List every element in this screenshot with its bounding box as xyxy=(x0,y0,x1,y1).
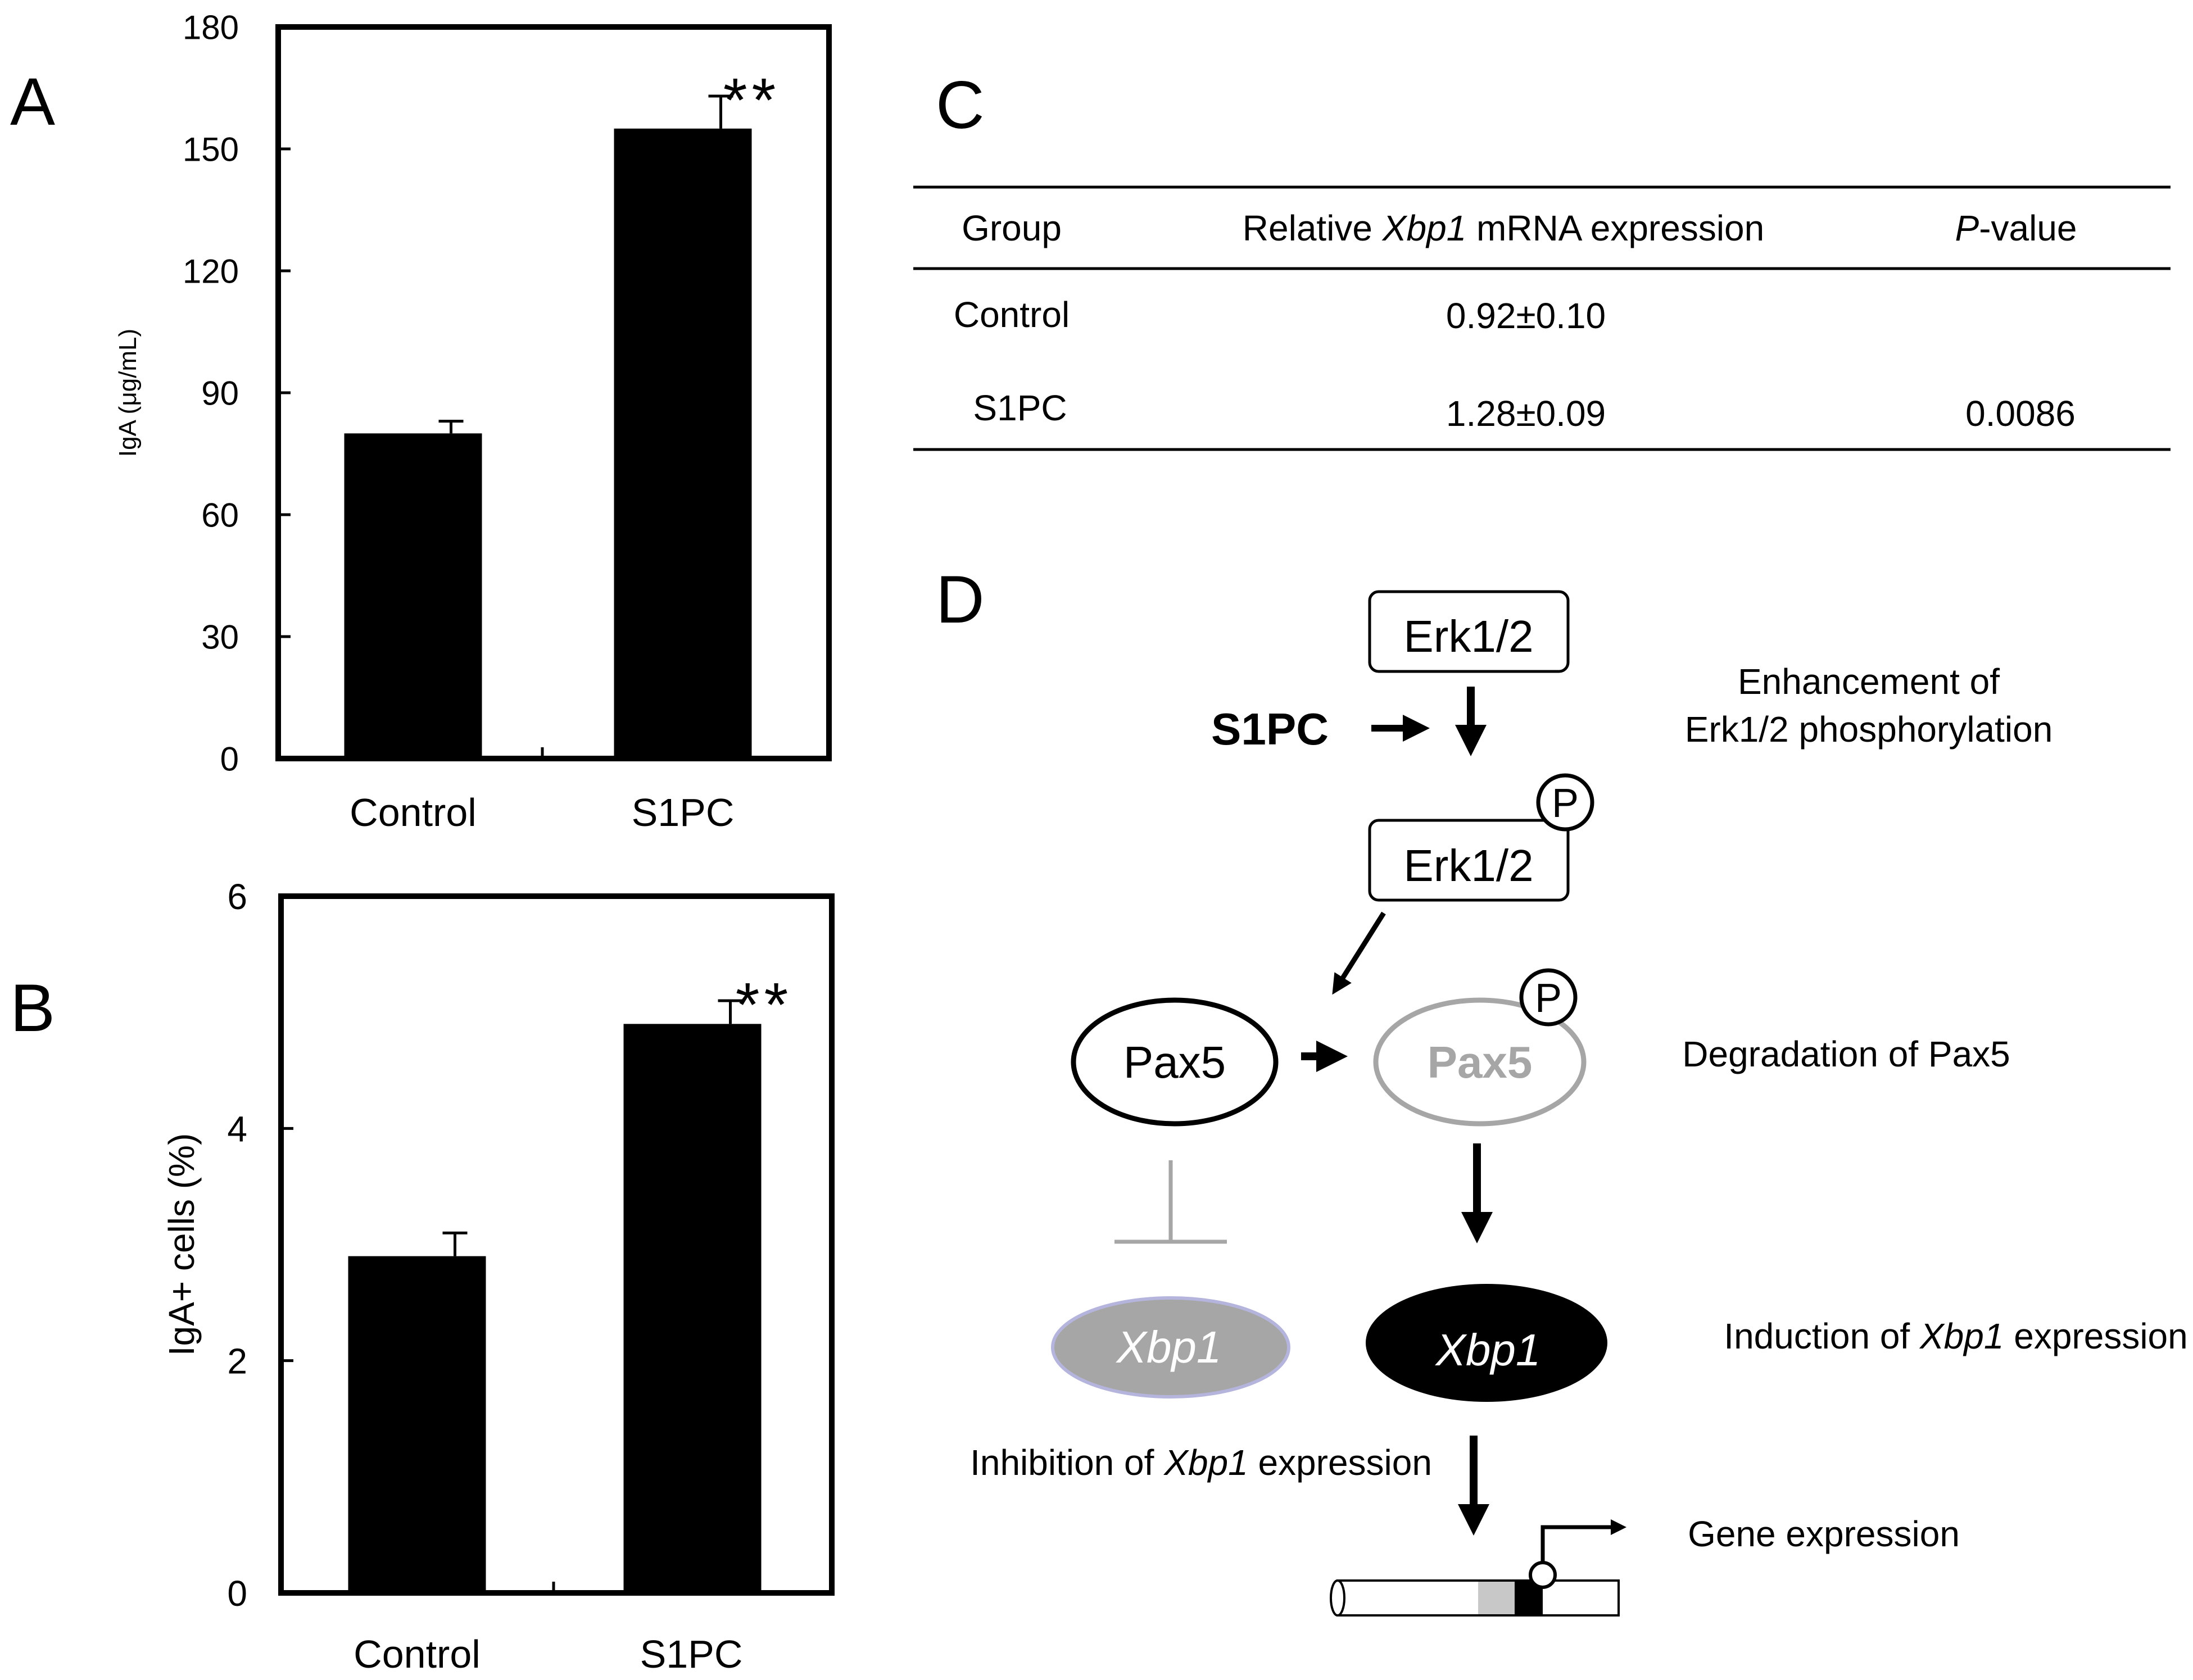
y-tick-label: 0 xyxy=(220,741,239,778)
y-tick-label: 120 xyxy=(183,253,239,290)
chart-b-category-label: Control xyxy=(354,1632,481,1676)
panel-letter-d: D xyxy=(936,562,985,637)
y-tick-label: 60 xyxy=(201,497,239,534)
chart-a: A 0 30 60 90 120 150 180 ** Control S1PC IgA (… xyxy=(10,9,832,834)
xbp1-induced-label: Xbp1 xyxy=(1435,1325,1541,1375)
enhancement-label-line1: Enhancement of xyxy=(1738,661,2000,702)
table-header-p-value: P-value xyxy=(1955,208,2077,248)
gene-expression-label: Gene expression xyxy=(1688,1514,1960,1554)
erk-box-top xyxy=(1368,590,1570,673)
table-cell-expression: 0.92±0.10 xyxy=(1446,296,1606,336)
panel-letter-a: A xyxy=(10,64,55,139)
table-cell-expression: 1.28±0.09 xyxy=(1446,393,1606,434)
chart-b: B 0 2 4 6 ** Control S1PC IgA+ cells (%) xyxy=(10,877,835,1676)
inhibition-label: Inhibition of Xbp1 expression xyxy=(970,1442,1432,1483)
xbp1-induced-node xyxy=(1366,1284,1607,1402)
chart-a-bars: ** xyxy=(344,66,781,759)
chart-b-bars: ** xyxy=(348,970,793,1593)
y-tick-label: 30 xyxy=(201,619,239,656)
bar-s1pc xyxy=(614,128,752,759)
panel-letter-c: C xyxy=(936,67,985,143)
y-tick-label: 2 xyxy=(227,1341,247,1382)
phospho-circle-pax5 xyxy=(1519,968,1578,1027)
significance-marker: ** xyxy=(723,66,781,135)
erk-label-top: Erk1/2 xyxy=(1403,611,1533,661)
chart-a-category-label: Control xyxy=(350,791,477,834)
chart-a-category-label: S1PC xyxy=(632,791,735,834)
chart-b-y-axis: 0 2 4 6 xyxy=(227,877,293,1614)
dna-end-left xyxy=(1330,1579,1345,1617)
bar-control xyxy=(348,1256,486,1593)
panel-letter-b: B xyxy=(10,970,55,1046)
bar-s1pc xyxy=(623,1024,762,1593)
y-tick-label: 180 xyxy=(183,9,239,47)
pax5-label: Pax5 xyxy=(1123,1037,1226,1087)
phospho-circle-erk xyxy=(1536,773,1594,832)
degradation-label: Degradation of Pax5 xyxy=(1682,1034,2010,1074)
chart-b-frame xyxy=(278,893,835,1596)
induction-label: Induction of Xbp1 expression xyxy=(1724,1316,2187,1356)
pax5-node xyxy=(1071,997,1279,1127)
s1pc-label: S1PC xyxy=(1211,704,1329,754)
y-tick-label: 4 xyxy=(227,1109,247,1149)
promoter-binding-circle xyxy=(1529,1561,1557,1589)
y-tick-label: 6 xyxy=(227,877,247,917)
gene-dna xyxy=(1330,1519,1626,1617)
table-cell-group: S1PC xyxy=(973,388,1067,428)
promoter-region xyxy=(1478,1582,1515,1614)
results-table: C Group Relative Xbp1 mRNA expression P-… xyxy=(913,67,2171,451)
xbp1-inhibited-node xyxy=(1051,1296,1290,1399)
chart-b-y-axis-label: IgA+ cells (%) xyxy=(161,1133,202,1356)
chart-a-y-axis-label: IgA (μg/mL) xyxy=(114,329,142,457)
y-tick-label: 0 xyxy=(227,1573,247,1614)
table-cell-p-value: 0.0086 xyxy=(1965,393,2076,434)
phospho-label-pax5: P xyxy=(1535,976,1562,1021)
erk-label-phosphorylated: Erk1/2 xyxy=(1403,841,1533,891)
bar-control xyxy=(344,433,482,759)
y-tick-label: 90 xyxy=(201,375,239,412)
y-tick-label: 150 xyxy=(183,131,239,169)
pax5-degraded-node xyxy=(1373,997,1587,1127)
significance-marker: ** xyxy=(736,970,793,1039)
table-header-group: Group xyxy=(962,208,1062,248)
pathway-diagram: D Erk1/2 S1PC Enhancement of Erk1/2 phos… xyxy=(936,562,2188,1617)
erk-box-phosphorylated xyxy=(1368,819,1570,902)
arrow-erk-to-pax5 xyxy=(1332,911,1386,995)
chart-a-y-axis: 0 30 60 90 120 150 180 xyxy=(183,9,291,778)
chart-b-category-label: S1PC xyxy=(640,1632,743,1676)
phospho-label-erk: P xyxy=(1552,781,1579,826)
table-cell-group: Control xyxy=(954,294,1070,335)
table-header-expression: Relative Xbp1 mRNA expression xyxy=(1243,208,1764,248)
pax5-degraded-label: Pax5 xyxy=(1428,1037,1533,1087)
xbp1-inhibited-label: Xbp1 xyxy=(1116,1322,1222,1372)
enhancement-label-line2: Erk1/2 phosphorylation xyxy=(1685,709,2053,750)
